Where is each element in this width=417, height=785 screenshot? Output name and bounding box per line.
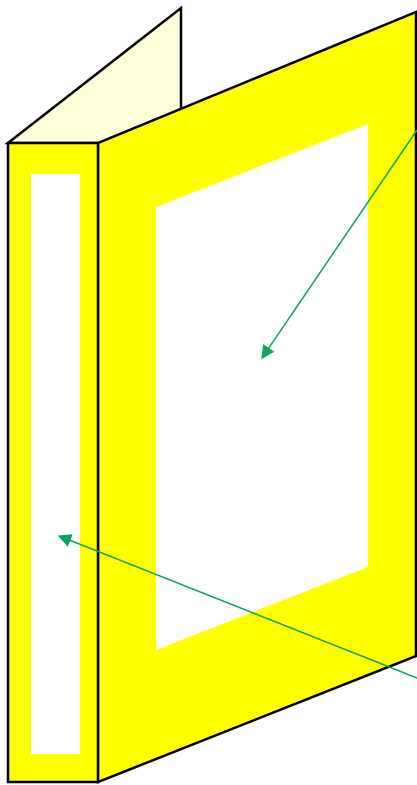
spine-label-window (31, 174, 80, 754)
cover-label-window (156, 124, 368, 650)
